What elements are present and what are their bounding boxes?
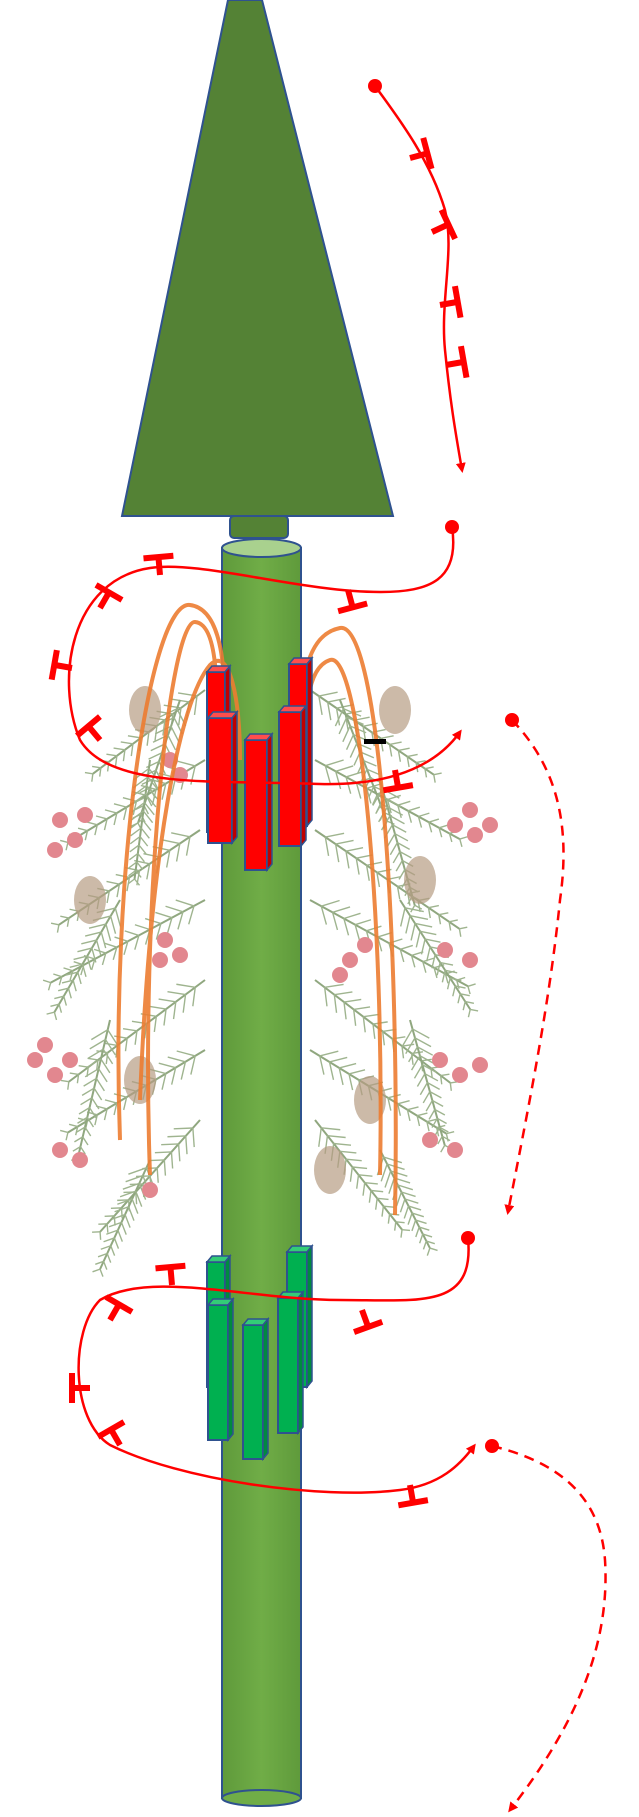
- berry: [37, 1037, 53, 1053]
- pine-branch: [315, 760, 467, 847]
- berry: [432, 1052, 448, 1068]
- berry: [47, 842, 63, 858]
- berry: [462, 802, 478, 818]
- berry: [52, 1142, 68, 1158]
- arrow-top-right: [375, 86, 462, 470]
- green-block: [243, 1319, 268, 1459]
- red-block: [245, 734, 272, 870]
- pine-branch: [377, 1150, 437, 1256]
- red-block: [208, 712, 237, 843]
- berry: [142, 1182, 158, 1198]
- berry: [467, 827, 483, 843]
- berry: [422, 1132, 438, 1148]
- dashed-arrow-middle: [508, 720, 564, 1212]
- berry: [342, 952, 358, 968]
- berry: [437, 942, 453, 958]
- t-bar-inhibition-icon: [143, 556, 173, 575]
- t-bar-inhibition-icon: [155, 1266, 185, 1285]
- berry: [482, 817, 498, 833]
- t-bar-inhibition-icon: [383, 770, 413, 790]
- berry: [332, 967, 348, 983]
- pine-branch: [315, 980, 458, 1091]
- pine-branch: [71, 1020, 118, 1163]
- berry: [47, 1067, 63, 1083]
- berry: [462, 952, 478, 968]
- t-bar-inhibition-icon: [106, 1297, 132, 1320]
- t-bar-inhibition-icon: [446, 346, 467, 378]
- berry: [357, 937, 373, 953]
- t-bar-inhibition-icon: [338, 590, 367, 611]
- t-bar-inhibition-icon: [354, 1310, 382, 1332]
- t-bar-inhibition-icon: [98, 1422, 124, 1445]
- pine-branch: [93, 1160, 154, 1277]
- green-block: [278, 1292, 303, 1433]
- green-block: [208, 1299, 233, 1440]
- pine-cone: [314, 1146, 346, 1194]
- berry: [77, 807, 93, 823]
- pine-cone: [74, 876, 106, 924]
- pine-cone: [379, 686, 411, 734]
- berry: [452, 1067, 468, 1083]
- t-bar-inhibition-icon: [432, 210, 455, 239]
- berry: [447, 1142, 463, 1158]
- berry: [152, 952, 168, 968]
- berry: [157, 932, 173, 948]
- red-block: [279, 706, 306, 846]
- red-dashed-arrows: [492, 720, 606, 1810]
- pine-branch: [92, 1120, 200, 1240]
- arrow-start-dots: [368, 79, 519, 1453]
- stem-top: [222, 539, 301, 557]
- canopy-stub: [230, 516, 288, 538]
- berry: [447, 817, 463, 833]
- berry: [67, 832, 83, 848]
- berry: [62, 1052, 78, 1068]
- t-bar-inhibition-icon: [440, 286, 461, 318]
- t-bar-inhibition-icon: [96, 585, 122, 608]
- berry: [27, 1052, 43, 1068]
- berry: [52, 812, 68, 828]
- t-bar-inhibition-icon: [77, 717, 100, 740]
- canopy-triangle: [122, 0, 393, 516]
- berry: [72, 1152, 88, 1168]
- dashed-arrow-bottom: [492, 1446, 606, 1810]
- t-bar-inhibition-icon: [398, 1485, 428, 1505]
- black-dash-marker: [364, 739, 386, 744]
- berry: [472, 1057, 488, 1073]
- pine-cone: [404, 856, 436, 904]
- berry: [172, 947, 188, 963]
